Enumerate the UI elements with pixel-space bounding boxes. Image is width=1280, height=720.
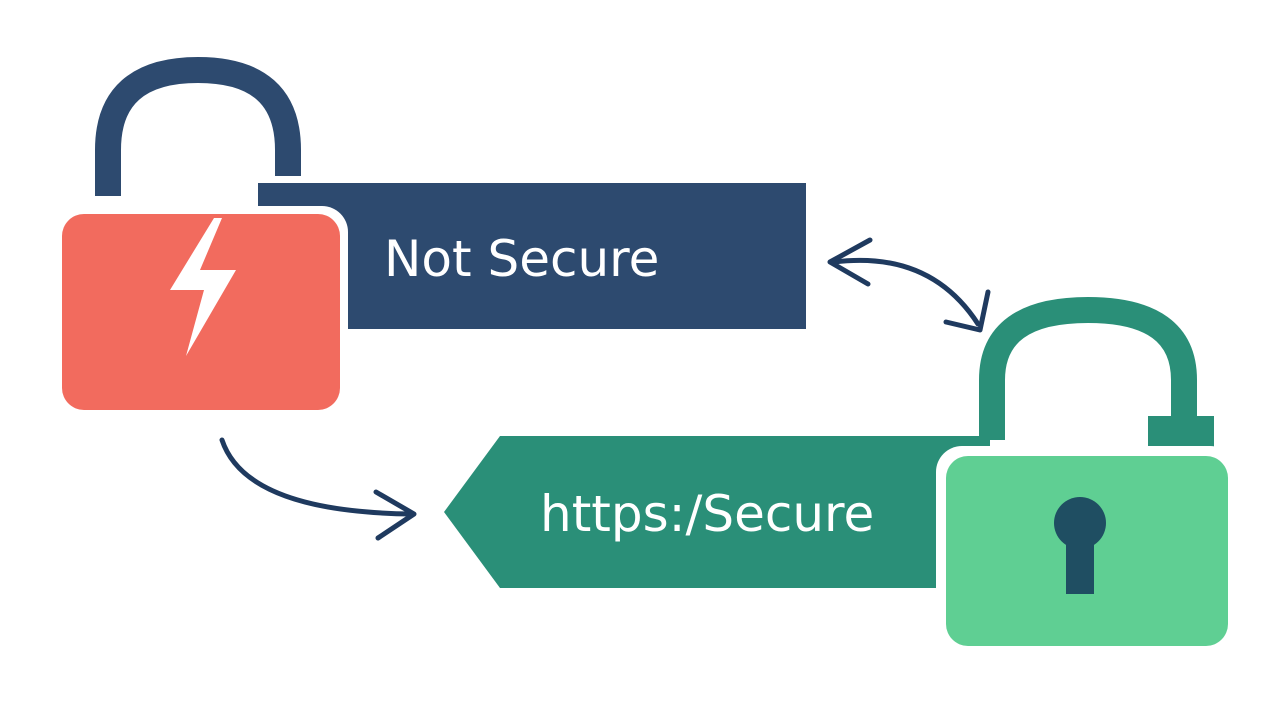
not-secure-banner — [258, 183, 806, 329]
secure-banner — [444, 436, 990, 588]
closed-shackle-icon — [979, 296, 1197, 440]
double-headed-arrow-icon — [827, 237, 991, 333]
open-shackle-icon — [95, 56, 301, 196]
lightning-bolt-icon — [170, 218, 236, 356]
https-secure-label: https:/Secure — [540, 485, 875, 543]
not-secure-label: Not Secure — [384, 230, 660, 288]
keyhole-icon — [1054, 497, 1106, 594]
locked-padlock-icon — [936, 296, 1236, 654]
curved-arrow-icon — [219, 437, 417, 541]
unlocked-padlock-icon — [54, 56, 806, 418]
